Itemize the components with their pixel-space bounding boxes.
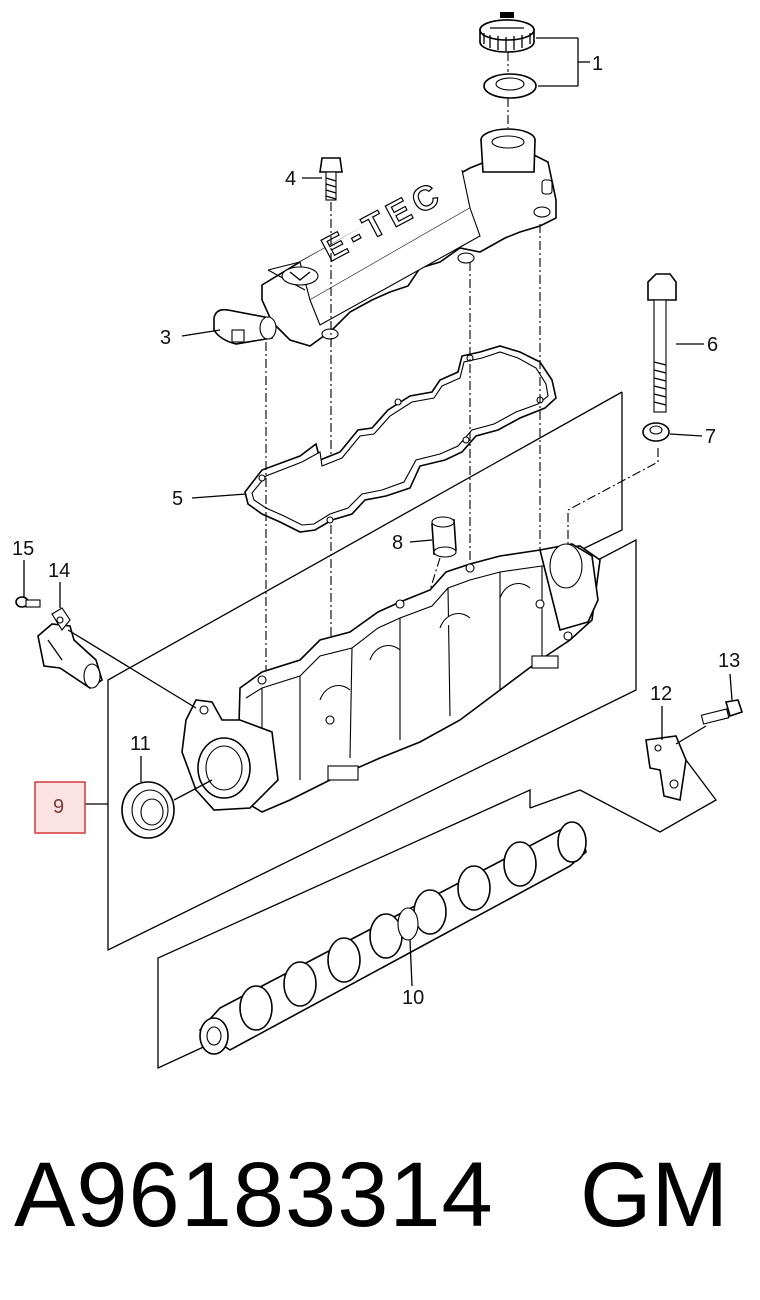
callout-5[interactable]: 5 bbox=[172, 488, 183, 510]
mounting-bracket bbox=[645, 735, 687, 801]
breather-pipe bbox=[213, 308, 277, 345]
callout-13[interactable]: 13 bbox=[718, 650, 740, 672]
callout-7[interactable]: 7 bbox=[705, 426, 716, 448]
callout-15[interactable]: 15 bbox=[12, 538, 34, 560]
filler-cap-seal-ring bbox=[483, 73, 537, 99]
callout-4[interactable]: 4 bbox=[285, 168, 296, 190]
callout-6[interactable]: 6 bbox=[707, 334, 718, 356]
bolt-washer bbox=[642, 422, 670, 442]
cylinder-head-cover: E-TEC bbox=[261, 128, 557, 347]
callout-10[interactable]: 10 bbox=[402, 987, 424, 1009]
exploded-parts-diagram: E-TEC bbox=[12, 12, 744, 1070]
callout-9-highlight bbox=[34, 781, 86, 834]
cover-bolt bbox=[319, 157, 343, 201]
callout-3[interactable]: 3 bbox=[160, 327, 171, 349]
cover-gasket bbox=[244, 345, 557, 533]
assembly-frame-inner bbox=[559, 392, 623, 561]
sensor-screw bbox=[15, 596, 41, 608]
callout-1[interactable]: 1 bbox=[592, 53, 603, 75]
callout-11[interactable]: 11 bbox=[130, 733, 151, 755]
brand-name: GM bbox=[580, 1144, 729, 1246]
bracket-bolt bbox=[700, 699, 744, 725]
callout-14[interactable]: 14 bbox=[48, 560, 70, 582]
camshaft-frame bbox=[157, 788, 531, 1070]
camshaft-housing bbox=[237, 543, 601, 813]
camshaft-position-sensor bbox=[37, 607, 103, 689]
oil-filler-cap bbox=[479, 12, 535, 53]
part-footer: A96183314 GM bbox=[0, 1130, 760, 1260]
callout-12[interactable]: 12 bbox=[650, 683, 672, 705]
callout-9[interactable]: 9 bbox=[53, 796, 64, 818]
valve-lifter bbox=[431, 516, 457, 558]
assembly-frame-outer bbox=[107, 391, 637, 952]
camshaft bbox=[198, 821, 587, 1055]
long-bolt bbox=[647, 273, 677, 413]
part-number: A96183314 bbox=[14, 1144, 494, 1246]
camshaft-oil-seal bbox=[121, 781, 175, 839]
callout-8[interactable]: 8 bbox=[392, 532, 403, 554]
